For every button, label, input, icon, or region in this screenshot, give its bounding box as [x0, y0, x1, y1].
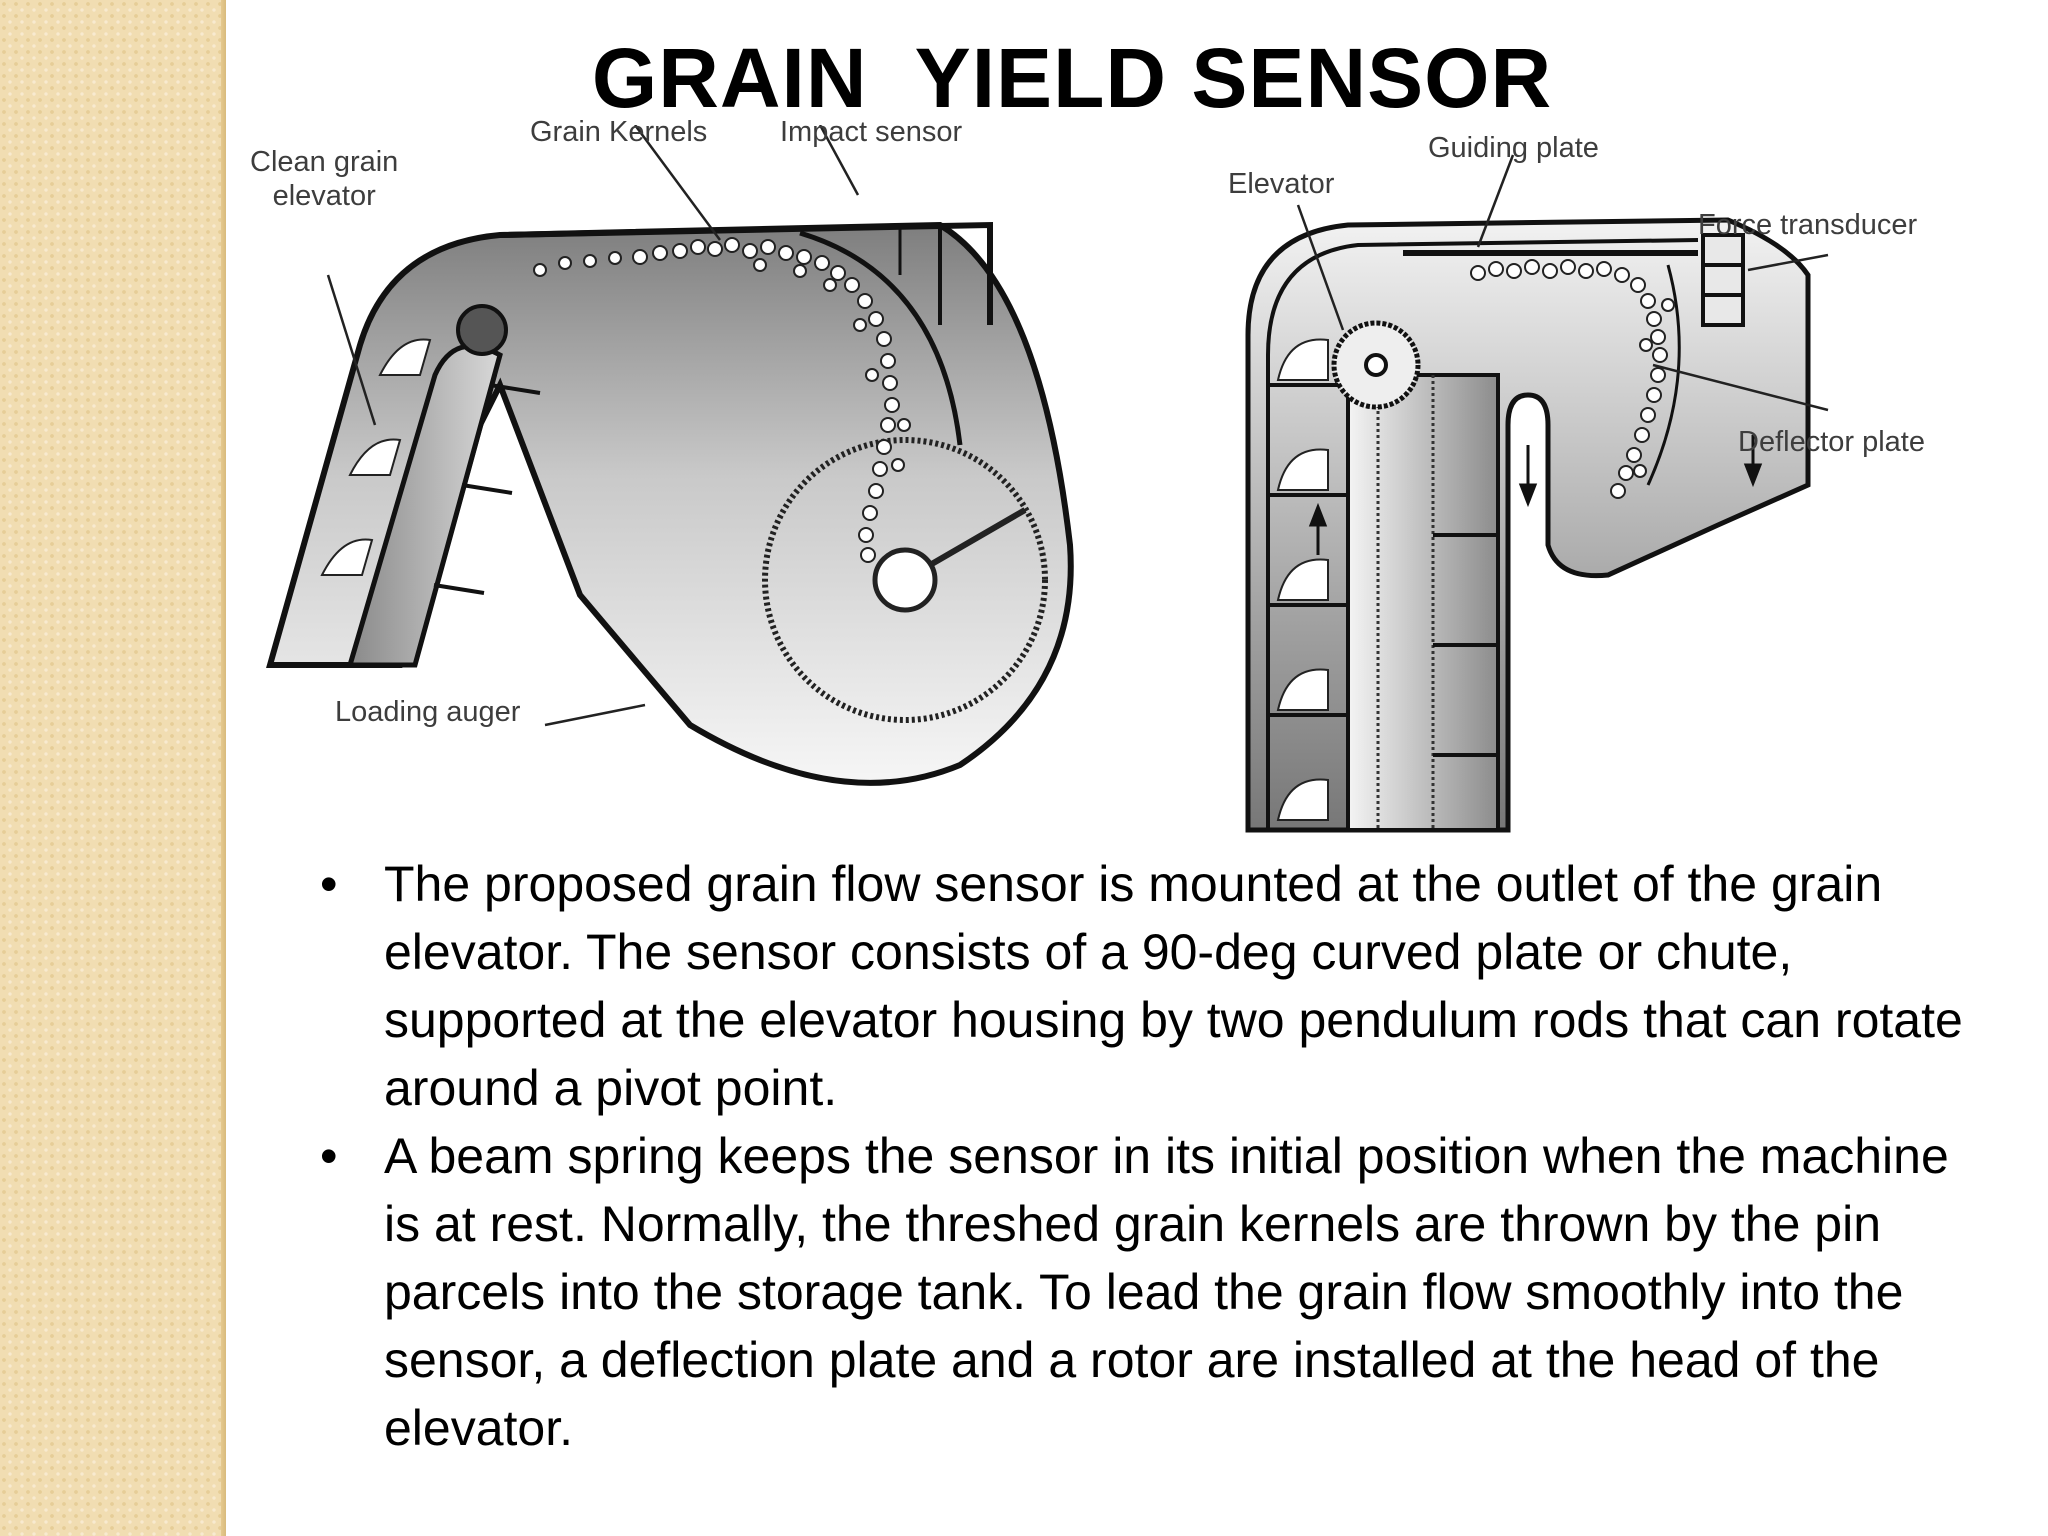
label-guiding-plate: Guiding plate — [1428, 132, 1599, 164]
head-sprocket — [456, 304, 508, 356]
force-sensor-drawing — [1245, 154, 1829, 833]
bullet-item: • A beam spring keeps the sensor in its … — [312, 1122, 1982, 1462]
impact-sensor-diagram: Clean grain elevator Grain Kernels Impac… — [240, 116, 1100, 790]
slide-title: GRAIN YIELD SENSOR — [591, 31, 1553, 125]
leader-guiding-plate — [1476, 154, 1515, 248]
label-grain-kernels: Grain Kernels — [530, 116, 708, 148]
bullet-marker: • — [320, 1128, 338, 1184]
impact-plate — [799, 230, 963, 446]
label-clean-grain-elevator: Clean grain elevator — [250, 146, 399, 212]
force-transducer-block — [1701, 233, 1745, 327]
decorative-side-strip — [0, 0, 226, 1536]
leader-grain-kernels — [633, 124, 722, 241]
auger-circle — [762, 437, 1048, 723]
label-deflector-plate: Deflector plate — [1738, 426, 1925, 458]
label-elevator: Elevator — [1228, 168, 1335, 200]
elevator-column — [1346, 373, 1500, 832]
leader-clean-grain — [326, 274, 377, 426]
deflector-plate — [1646, 264, 1681, 486]
leader-loading-auger — [544, 703, 646, 727]
label-loading-auger: Loading auger — [335, 696, 521, 728]
label-force-transducer: Force transducer — [1698, 209, 1918, 241]
leader-elevator — [1296, 204, 1345, 331]
leader-force-transducer — [1747, 253, 1829, 272]
leader-impact-sensor — [818, 124, 860, 196]
bullet-list: • The proposed grain flow sensor is moun… — [312, 850, 1982, 1462]
bullet-marker: • — [320, 856, 338, 912]
bullet-text: A beam spring keeps the sensor in its in… — [384, 1128, 1949, 1456]
force-sensor-diagram: Elevator Guiding plate Force transducer … — [1228, 125, 1968, 840]
impact-sensor-drawing — [266, 124, 1074, 786]
leader-deflector-plate — [1652, 363, 1829, 412]
label-impact-sensor: Impact sensor — [780, 116, 963, 148]
bullet-text: The proposed grain flow sensor is mounte… — [384, 856, 1963, 1116]
bullet-item: • The proposed grain flow sensor is moun… — [312, 850, 1982, 1122]
